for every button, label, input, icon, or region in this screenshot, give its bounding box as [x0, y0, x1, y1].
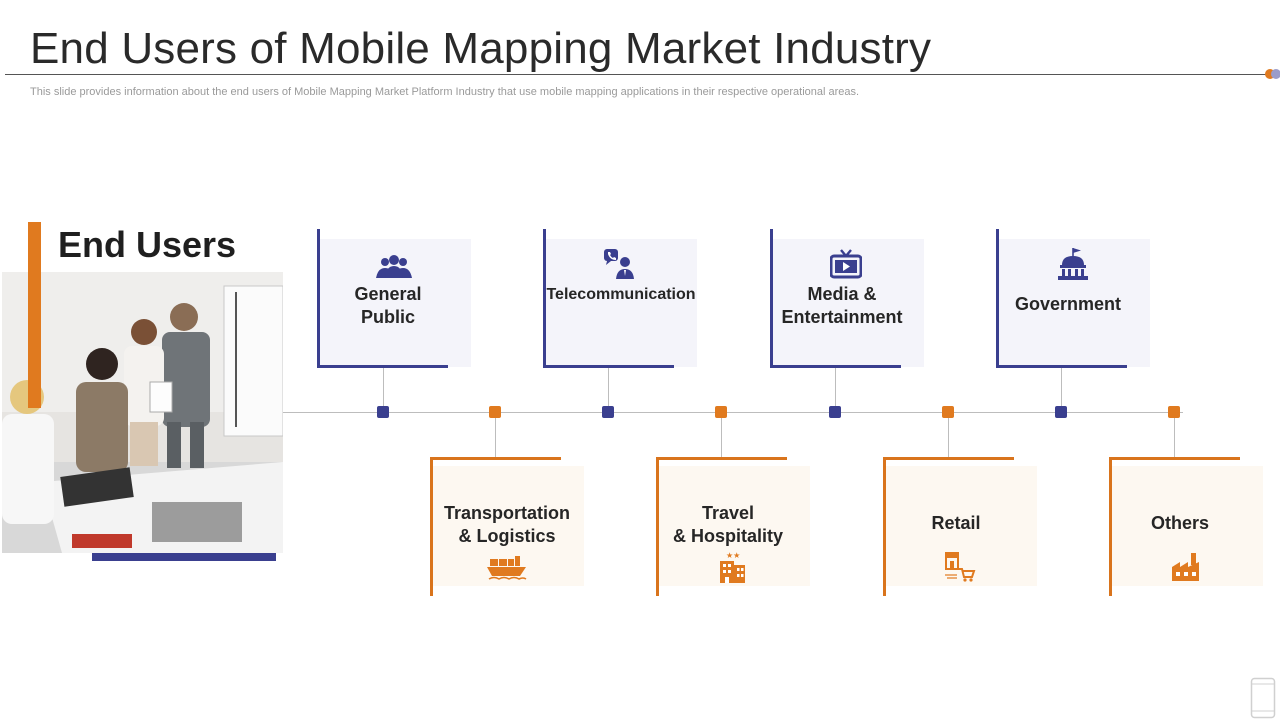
card-label: Telecommunication [545, 283, 697, 306]
accent-dot-lavender [1271, 69, 1280, 79]
photo-accent-bar [92, 553, 276, 561]
card-border [656, 457, 787, 460]
card-border [996, 365, 1127, 368]
page-title: End Users of Mobile Mapping Market Indus… [30, 24, 932, 73]
cargo-ship-icon [487, 556, 527, 580]
label-line: Transportation [443, 503, 570, 523]
hotel-icon: ★★ [720, 551, 745, 583]
timeline-node [602, 406, 614, 418]
card-border [317, 365, 448, 368]
card-retail [885, 466, 1037, 586]
card-border [430, 457, 433, 596]
timeline-node [1055, 406, 1067, 418]
card-border [543, 365, 674, 368]
card-label: Others [1109, 512, 1251, 535]
label-line: & Hospitality [672, 526, 783, 546]
card-label: Retail [885, 512, 1027, 535]
label-line: General [354, 284, 422, 304]
connector [495, 412, 496, 457]
svg-text:★★: ★★ [726, 551, 740, 560]
card-label: Travel & Hospitality [656, 502, 800, 548]
card-border [543, 229, 546, 368]
factory-icon [1172, 553, 1199, 581]
card-border [1109, 457, 1112, 596]
page-subtitle: This slide provides information about th… [30, 86, 860, 98]
government-building-icon [1058, 248, 1088, 280]
accent-dot-orange [1265, 69, 1275, 79]
timeline-node [829, 406, 841, 418]
connector [608, 367, 609, 412]
timeline-node [1168, 406, 1180, 418]
label-line: Public [360, 307, 415, 327]
timeline-axis [283, 412, 1183, 413]
card-border [317, 229, 320, 368]
shop-cart-icon [945, 552, 976, 582]
card-border [883, 457, 1014, 460]
team-meeting-photo [2, 272, 283, 553]
connector [1174, 412, 1175, 457]
label-line: Telecommunication [546, 286, 696, 303]
label-line: Media & [807, 284, 877, 304]
card-border [883, 457, 886, 596]
tv-play-icon [830, 249, 862, 279]
card-label: Government [996, 293, 1140, 316]
connector [948, 412, 949, 457]
timeline-node [715, 406, 727, 418]
timeline-node [377, 406, 389, 418]
card-border [770, 365, 901, 368]
timeline-node [489, 406, 501, 418]
card-label: Transportation & Logistics [432, 502, 582, 548]
connector [1061, 367, 1062, 412]
connector [835, 367, 836, 412]
card-border [996, 229, 999, 368]
card-border [770, 229, 773, 368]
section-heading: End Users [58, 224, 237, 265]
label-line: Government [1014, 294, 1122, 314]
mobile-device-icon [1250, 677, 1276, 719]
timeline-node [942, 406, 954, 418]
connector [721, 412, 722, 457]
label-line: Entertainment [781, 307, 903, 327]
section-accent-bar [28, 222, 41, 408]
card-border [656, 457, 659, 596]
label-line: & Logistics [458, 526, 556, 546]
label-line: Others [1150, 513, 1210, 533]
card-label: Media & Entertainment [770, 283, 914, 329]
card-border [1109, 457, 1240, 460]
label-line: Retail [931, 513, 981, 533]
title-divider [5, 74, 1269, 75]
connector [383, 367, 384, 412]
card-border [430, 457, 561, 460]
people-group-icon [376, 255, 412, 278]
card-label: General Public [319, 283, 457, 329]
label-line: Travel [701, 503, 755, 523]
phone-support-icon [604, 249, 634, 279]
